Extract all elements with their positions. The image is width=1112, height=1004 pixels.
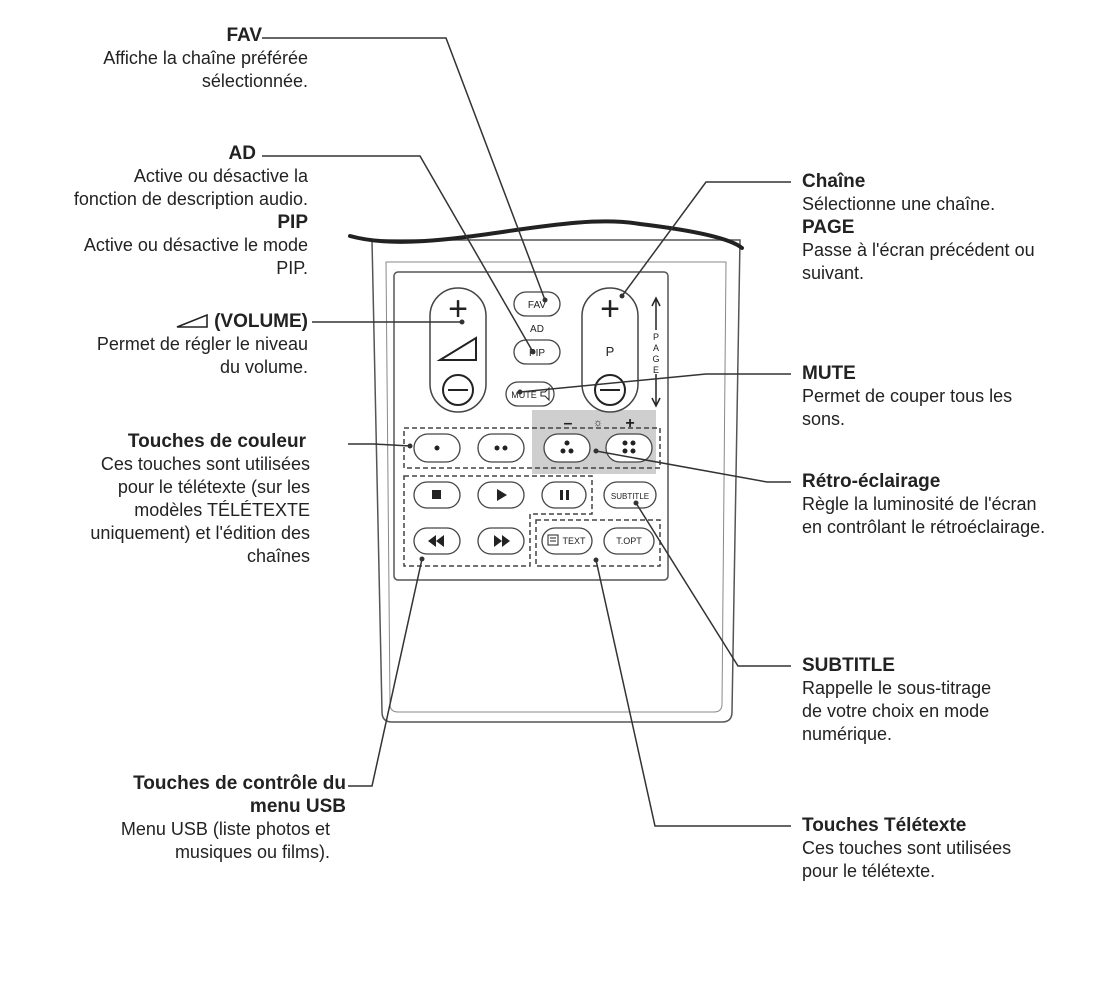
subtitle-button-label: SUBTITLE bbox=[611, 492, 649, 501]
backlight-sun-icon: ☼ bbox=[593, 417, 603, 429]
leader-teletext bbox=[595, 559, 791, 827]
label-subtitle-title: SUBTITLE bbox=[802, 655, 895, 676]
fav-button[interactable] bbox=[513, 291, 561, 317]
label-page-title: PAGE bbox=[802, 217, 855, 238]
label-channel-title: Chaîne bbox=[802, 171, 866, 192]
label-page-desc: Passe à l'écran précédent ou suivant. bbox=[802, 240, 1035, 283]
page-letter-a: A bbox=[653, 343, 659, 353]
label-mute-title: MUTE bbox=[802, 363, 856, 384]
program-rocker[interactable] bbox=[581, 287, 639, 413]
leader-fav bbox=[262, 37, 546, 301]
volume-triangle-icon bbox=[436, 336, 477, 361]
pip-button-label: PIP bbox=[529, 348, 545, 359]
label-channel-desc: Sélectionne une chaîne. bbox=[802, 194, 996, 214]
label-backlight-title: Rétro-éclairage bbox=[802, 471, 941, 492]
label-volume-title: (VOLUME) bbox=[0, 310, 308, 333]
text-icon bbox=[547, 534, 559, 546]
label-color-keys: Touches de couleur Ces touches sont util… bbox=[0, 430, 346, 568]
subtitle-button[interactable] bbox=[603, 481, 657, 509]
topt-button[interactable] bbox=[603, 527, 655, 555]
label-teletext-keys-title: Touches Télétexte bbox=[802, 815, 967, 836]
ad-label: AD bbox=[530, 324, 544, 335]
top-panel bbox=[393, 271, 669, 581]
leader-usb-keys bbox=[348, 558, 423, 787]
label-usb-keys-desc: Menu USB (liste photos et musiques ou fi… bbox=[120, 819, 330, 862]
program-plus-icon[interactable]: + bbox=[600, 290, 620, 328]
leader-channel bbox=[621, 181, 791, 297]
mute-button-label: MUTE bbox=[511, 390, 537, 400]
label-ad-desc: Active ou désactive la fonction de descr… bbox=[73, 166, 308, 209]
leader-ad bbox=[262, 155, 534, 353]
volume-plus-icon[interactable]: + bbox=[448, 290, 468, 328]
label-ad: AD Active ou désactive la fonction de de… bbox=[0, 142, 308, 280]
label-subtitle-desc: Rappelle le sous-titrage de votre choix … bbox=[802, 678, 992, 744]
label-teletext-keys-desc: Ces touches sont utilisées pour le télét… bbox=[802, 838, 1012, 881]
mute-button[interactable] bbox=[505, 381, 555, 407]
color-keys-dashed-box bbox=[403, 427, 661, 469]
color-key-blue[interactable] bbox=[605, 433, 653, 463]
backlight-minus-sign: – bbox=[564, 415, 573, 432]
leader-subtitle bbox=[635, 502, 791, 667]
leader-color-keys bbox=[348, 443, 411, 447]
label-subtitle: SUBTITLE Rappelle le sous-titrage de vot… bbox=[802, 654, 1112, 746]
label-backlight: Rétro-éclairage Règle la luminosité de l… bbox=[802, 470, 1112, 539]
leader-backlight bbox=[595, 450, 791, 483]
color-key-green[interactable] bbox=[477, 433, 525, 463]
label-mute-desc: Permet de couper tous les sons. bbox=[802, 386, 1013, 429]
color-key-yellow[interactable] bbox=[543, 433, 591, 463]
label-usb-keys: Touches de contrôle du menu USB Menu USB… bbox=[0, 772, 346, 864]
label-mute: MUTE Permet de couper tous les sons. bbox=[802, 362, 1112, 431]
backlight-plus-sign: + bbox=[625, 415, 634, 432]
usb-keys-dashed-box bbox=[403, 475, 593, 567]
label-color-keys-title: Touches de couleur bbox=[127, 431, 306, 452]
label-pip-title: PIP bbox=[277, 212, 308, 233]
volume-minus-icon[interactable] bbox=[442, 374, 474, 406]
page-letter-g: G bbox=[652, 354, 659, 364]
fav-button-label: FAV bbox=[528, 300, 546, 311]
label-fav: FAV Affiche la chaîne préférée sélection… bbox=[0, 24, 308, 93]
leader-mute bbox=[519, 373, 791, 393]
page-letter-p: P bbox=[653, 332, 659, 342]
cut-wave-line bbox=[348, 219, 744, 250]
pause-button[interactable] bbox=[541, 481, 587, 509]
label-usb-keys-title: Touches de contrôle du menu USB bbox=[133, 773, 346, 817]
label-pip-desc: Active ou désactive le mode PIP. bbox=[83, 235, 308, 278]
label-volume-title-text: (VOLUME) bbox=[214, 311, 308, 332]
label-channel: Chaîne Sélectionne une chaîne. PAGE Pass… bbox=[802, 170, 1112, 285]
label-fav-title: FAV bbox=[226, 25, 262, 46]
pip-button[interactable] bbox=[513, 339, 561, 365]
label-ad-title: AD bbox=[228, 143, 256, 164]
mute-speaker-icon bbox=[540, 386, 550, 402]
text-button-label: TEXT bbox=[562, 536, 586, 546]
page-letter-e: E bbox=[653, 365, 659, 375]
label-volume-desc: Permet de régler le niveau du volume. bbox=[96, 334, 308, 377]
program-minus-icon[interactable] bbox=[594, 374, 626, 406]
label-teletext-keys: Touches Télétexte Ces touches sont utili… bbox=[802, 814, 1112, 883]
label-volume: (VOLUME) Permet de régler le niveau du v… bbox=[0, 310, 308, 379]
label-backlight-desc: Règle la luminosité de l'écran en contrô… bbox=[802, 494, 1046, 537]
label-fav-desc: Affiche la chaîne préférée sélectionnée. bbox=[103, 48, 308, 91]
program-p-label: P bbox=[606, 344, 615, 359]
remote-inner-outline bbox=[385, 261, 727, 713]
volume-triangle-label-icon bbox=[176, 313, 208, 328]
topt-button-label: T.OPT bbox=[616, 536, 642, 546]
label-color-keys-desc: Ces touches sont utilisées pour le télét… bbox=[90, 454, 310, 566]
